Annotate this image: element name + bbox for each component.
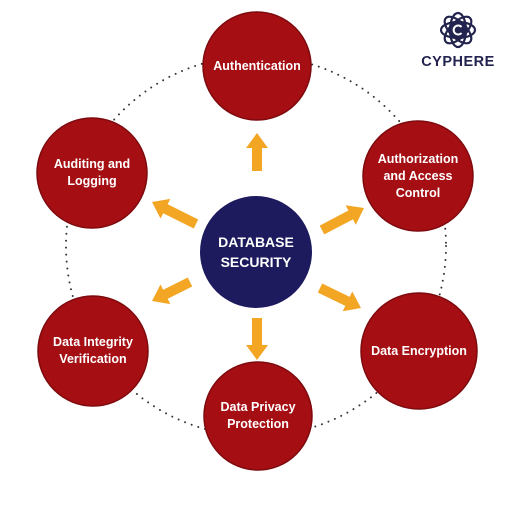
node-label-privacy: Data Privacy Protection	[220, 400, 296, 431]
node-label-authorization: Authorization and Access Control	[377, 151, 459, 200]
node-circle-authorization	[362, 120, 474, 232]
arrow-to-encryption	[317, 283, 361, 312]
arrow-to-authentication	[246, 133, 268, 171]
node-label-integrity: Data Integrity Verification	[53, 335, 133, 366]
arrows-layer	[152, 133, 364, 360]
center-label: DATABASE SECURITY	[218, 234, 294, 270]
arrow-to-auditing	[152, 198, 199, 229]
node-circle-encryption	[360, 292, 478, 410]
arrow-to-authorization	[319, 205, 364, 235]
node-label-authentication: Authentication	[213, 58, 301, 73]
node-circle-auditing	[36, 117, 148, 229]
node-circle-privacy	[203, 361, 313, 471]
cyphere-rosette-icon	[439, 11, 477, 49]
arrow-to-privacy	[246, 318, 268, 360]
node-label-auditing: Auditing and Logging	[53, 157, 131, 188]
cyphere-logo: CYPHERE	[408, 10, 508, 80]
nodes-layer	[36, 11, 478, 471]
center-circle	[200, 196, 312, 308]
node-circle-integrity	[37, 295, 149, 407]
node-label-encryption: Data Encryption	[371, 343, 467, 358]
cyphere-wordmark: CYPHERE	[421, 54, 495, 70]
arrow-to-integrity	[152, 277, 193, 305]
node-circle-authentication	[202, 11, 312, 121]
